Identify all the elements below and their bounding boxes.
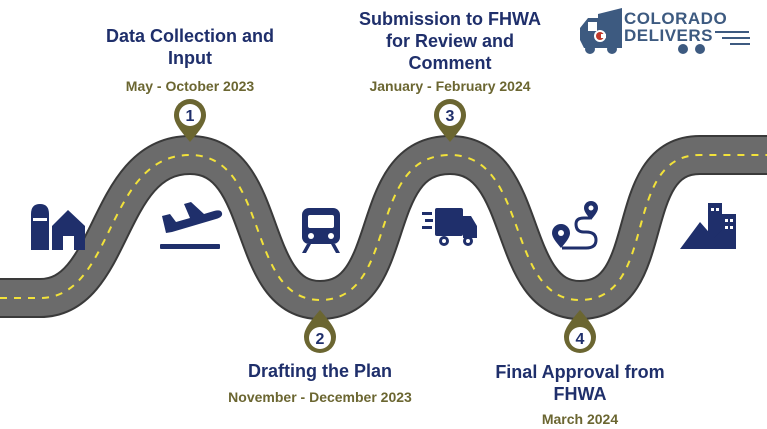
delivery-truck-icon — [422, 208, 477, 246]
winding-road — [0, 134, 767, 321]
logo-line-1: COLORADO — [624, 9, 728, 28]
step-4-number: 4 — [576, 331, 585, 348]
step-4-title: Final Approval from FHWA — [495, 362, 665, 404]
step-2-date: November - December 2023 — [228, 389, 412, 405]
step-3-title: Submission to FHWA for Review and Commen… — [359, 9, 541, 73]
step-4-date: March 2024 — [541, 411, 619, 427]
airplane-icon — [160, 202, 223, 249]
step-1-number: 1 — [186, 108, 195, 125]
step-2-pin: 2 — [304, 310, 336, 353]
route-icon — [552, 201, 598, 250]
step-1-pin: 1 — [174, 99, 206, 142]
step-3-pin: 3 — [434, 99, 466, 142]
step-2-title: Drafting the Plan — [247, 361, 392, 381]
logo-line-2: DELIVERS — [624, 26, 714, 45]
step-2-number: 2 — [316, 331, 325, 348]
step-3-number: 3 — [446, 108, 455, 125]
farm-icon — [31, 204, 85, 250]
step-1-date: May - October 2023 — [125, 78, 255, 94]
train-icon — [302, 208, 340, 253]
mountain-city-icon — [680, 203, 736, 249]
step-4-pin: 4 — [564, 310, 596, 353]
colorado-delivers-truck-logo — [580, 8, 750, 54]
step-3-date: January - February 2024 — [369, 78, 531, 94]
step-1-title: Data Collection and Input — [105, 26, 275, 68]
